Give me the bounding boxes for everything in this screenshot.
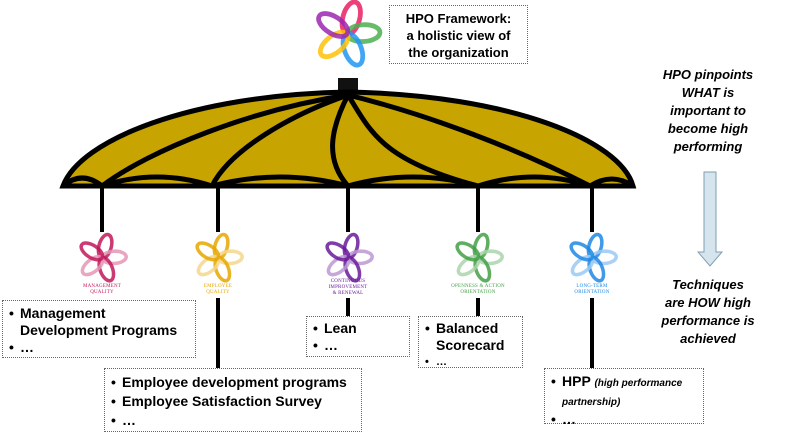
hpo-logo-flower-icon xyxy=(316,0,383,68)
how-line-2: are HOW high xyxy=(665,295,751,310)
umbrella-canopy xyxy=(59,89,637,189)
pillar-label-employee-quality: EMPLOYEE QUALITY xyxy=(188,284,248,296)
list-item: Management Development Programs xyxy=(7,305,191,339)
title-line-2: a holistic view of xyxy=(406,28,511,43)
pillar-flower-icon xyxy=(569,232,618,283)
pillar-label-line: EMPLOYEE xyxy=(203,284,233,289)
pillar-label-line: ORIENTATION xyxy=(460,290,496,295)
pillar-flower-icon xyxy=(455,232,504,283)
pillar-label-line: MANAGEMENT xyxy=(82,284,122,289)
pillar-flower-icon xyxy=(79,232,128,283)
what-statement: HPO pinpoints WHAT is important to becom… xyxy=(640,66,776,156)
pillar-label-line: QUALITY xyxy=(90,290,114,295)
list-item: Balanced Scorecard xyxy=(423,320,518,354)
list-item: … xyxy=(7,339,191,356)
list-item: Employee Satisfaction Survey xyxy=(109,392,357,411)
pillar-flower-icon xyxy=(195,232,244,283)
title-line-1: HPO Framework: xyxy=(405,11,512,26)
pillar-label-line: QUALITY xyxy=(206,290,230,295)
pillar-label-line: IMPROVEMENT xyxy=(328,285,368,290)
how-line-3: performance is xyxy=(661,313,755,328)
how-statement: Techniques are HOW high performance is a… xyxy=(640,276,776,348)
hpp-label: HPP xyxy=(562,373,591,389)
list-item: Lean xyxy=(311,320,405,337)
pillar-label-openness: OPENNESS & ACTION ORIENTATION xyxy=(443,284,513,296)
box-balanced-scorecard: Balanced Scorecard … xyxy=(418,316,523,371)
how-line-4: achieved xyxy=(680,331,736,346)
pillar-label-line: & RENEWAL xyxy=(332,291,364,296)
hpp-note: (high performance partnership) xyxy=(562,378,683,408)
umbrella-knob xyxy=(338,78,358,92)
pillar-flower-icon xyxy=(325,232,374,283)
what-line-3: important to xyxy=(670,103,746,118)
pillar-label-line: OPENNESS & ACTION xyxy=(451,284,505,289)
list-item: … xyxy=(109,411,357,430)
pillar-label-line: ORIENTATION xyxy=(574,290,610,295)
what-line-4: become high xyxy=(667,121,749,136)
how-line-1: Techniques xyxy=(672,277,744,292)
list-item: HPP (high performance partnership) xyxy=(549,373,699,411)
pillar-label-line: LONG-TERM xyxy=(576,284,608,289)
what-line-1: HPO pinpoints xyxy=(662,67,754,82)
what-line-5: performing xyxy=(673,139,743,154)
hpo-logo-icon xyxy=(316,0,383,68)
box-employee-techniques: Employee development programs Employee S… xyxy=(104,368,362,432)
pillar-label-long-term: LONG-TERM ORIENTATION xyxy=(562,284,622,296)
title-line-3: the organization xyxy=(408,45,509,60)
list-item: … xyxy=(423,354,518,371)
title-box: HPO Framework: a holistic view of the or… xyxy=(389,5,528,64)
list-item: … xyxy=(549,411,699,428)
list-item: … xyxy=(311,337,405,354)
umbrella-poles xyxy=(100,186,594,368)
box-lean: Lean … xyxy=(306,316,410,357)
pillar-label-line: CONTINUOUS xyxy=(330,279,366,284)
what-line-2: WHAT is xyxy=(681,85,735,100)
umbrella-ribs xyxy=(100,92,592,189)
pillar-label-management-quality: MANAGEMENT QUALITY xyxy=(72,284,132,296)
box-management-techniques: Management Development Programs … xyxy=(2,300,196,358)
list-item: Employee development programs xyxy=(109,373,357,392)
box-hpp: HPP (high performance partnership) … xyxy=(544,368,704,428)
pillar-label-continuous-improvement: CONTINUOUS IMPROVEMENT & RENEWAL xyxy=(318,279,378,297)
down-arrow-icon xyxy=(696,171,724,267)
